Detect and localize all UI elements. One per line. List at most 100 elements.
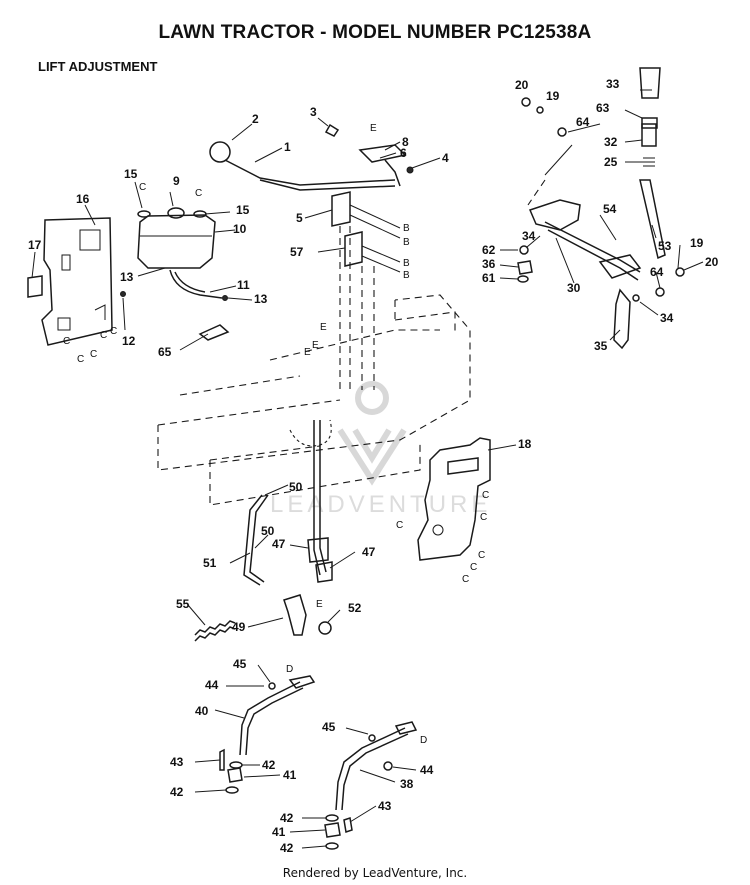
callout: 40 xyxy=(195,704,209,718)
callout: 44 xyxy=(205,678,219,692)
callout: 54 xyxy=(603,202,617,216)
ref-letter: E xyxy=(370,123,377,134)
callout: 20 xyxy=(515,78,529,92)
watermark-text: LEADVENTURE xyxy=(270,491,491,518)
callout: 9 xyxy=(173,174,180,188)
callout: 12 xyxy=(122,334,136,348)
leader-lines xyxy=(31,89,704,849)
callout: 49 xyxy=(232,620,246,634)
fuel-tank xyxy=(137,207,230,341)
callout: 51 xyxy=(203,556,217,570)
callout: 63 xyxy=(596,101,610,115)
callout: 1 xyxy=(284,140,291,154)
callout: 44 xyxy=(420,763,434,777)
callout: 36 xyxy=(482,257,496,271)
callout: 15 xyxy=(236,203,250,217)
callout: 15 xyxy=(124,167,138,181)
callout: 19 xyxy=(690,236,704,250)
lift-linkage xyxy=(194,420,333,642)
ref-letter: C xyxy=(396,520,403,531)
callout: 32 xyxy=(604,135,618,149)
ref-letter: C xyxy=(470,562,477,573)
callout: 30 xyxy=(567,281,581,295)
ref-letter: E xyxy=(316,599,323,610)
callout: 13 xyxy=(120,270,134,284)
callout: 43 xyxy=(170,755,184,769)
ref-letter: C xyxy=(139,182,146,193)
ref-letter: B xyxy=(403,270,410,281)
ref-letter: C xyxy=(77,354,84,365)
callout: 52 xyxy=(348,601,362,615)
callout: 35 xyxy=(594,339,608,353)
callout: 11 xyxy=(237,278,250,292)
callout: 55 xyxy=(176,597,190,611)
callout: 43 xyxy=(378,799,392,813)
callout: 19 xyxy=(546,89,560,103)
callout: 16 xyxy=(76,192,90,206)
callout: 10 xyxy=(233,222,247,236)
callout: 42 xyxy=(170,785,184,799)
ref-letter: C xyxy=(480,512,487,523)
callout: 20 xyxy=(705,255,719,269)
callout: 50 xyxy=(289,480,303,494)
callout: 3 xyxy=(310,105,317,119)
footer-credit: Rendered by LeadVenture, Inc. xyxy=(282,866,468,880)
callout: 45 xyxy=(233,657,247,671)
ref-letter: C xyxy=(110,326,117,337)
callout: 33 xyxy=(606,77,620,91)
ref-letter: C xyxy=(90,349,97,360)
right-panel xyxy=(417,437,491,561)
ref-letter: C xyxy=(478,550,485,561)
callout: 18 xyxy=(518,437,532,451)
ref-letter: C xyxy=(462,574,469,585)
callout: 64 xyxy=(650,265,664,279)
callout: 47 xyxy=(362,545,376,559)
callout: 45 xyxy=(322,720,336,734)
callout: 5 xyxy=(296,211,303,225)
callout: 25 xyxy=(604,155,618,169)
ref-letter: E xyxy=(320,322,327,333)
section-title: LIFT ADJUSTMENT xyxy=(38,59,158,74)
ref-letter: C xyxy=(482,490,489,501)
ref-letter: B xyxy=(403,258,410,269)
reference-letters: B B B B C C C C C C C C C C C C C D D E … xyxy=(63,123,489,746)
ref-letter: C xyxy=(63,336,70,347)
callout: 6 xyxy=(400,146,407,160)
page-title: LAWN TRACTOR - MODEL NUMBER PC12538A xyxy=(158,22,592,43)
callout: 50 xyxy=(261,524,275,538)
callout: 57 xyxy=(290,245,304,259)
callout: 2 xyxy=(252,112,259,126)
ref-letter: D xyxy=(420,735,427,746)
callout: 38 xyxy=(400,777,414,791)
ref-letter: B xyxy=(403,237,410,248)
ref-letter: E xyxy=(312,340,319,351)
callout: 61 xyxy=(482,271,496,285)
callout: 13 xyxy=(254,292,268,306)
callout: 42 xyxy=(280,811,294,825)
callout: 17 xyxy=(28,238,42,252)
callout: 41 xyxy=(272,825,286,839)
callout: 42 xyxy=(262,758,276,772)
callout-labels: 1 2 3 4 5 6 8 9 10 11 12 13 13 15 15 16 … xyxy=(28,77,719,855)
ref-letter: C xyxy=(195,188,202,199)
callout: 41 xyxy=(283,768,297,782)
ref-letter: B xyxy=(403,223,410,234)
callout: 8 xyxy=(402,135,409,149)
ref-letter: D xyxy=(286,664,293,675)
ref-letter: E xyxy=(304,347,311,358)
callout: 42 xyxy=(280,841,294,855)
callout: 4 xyxy=(442,151,449,165)
ref-letter: C xyxy=(100,330,107,341)
callout: 53 xyxy=(658,239,672,253)
left-panel xyxy=(27,217,126,346)
callout: 34 xyxy=(660,311,674,325)
lift-lever xyxy=(209,123,414,191)
callout: 34 xyxy=(522,229,536,243)
callout: 62 xyxy=(482,243,496,257)
lift-brackets xyxy=(331,191,401,390)
callout: 65 xyxy=(158,345,172,359)
pedal-assembly xyxy=(517,67,685,350)
watermark-logo: LEADVENTURE xyxy=(270,381,491,518)
callout: 47 xyxy=(272,537,286,551)
